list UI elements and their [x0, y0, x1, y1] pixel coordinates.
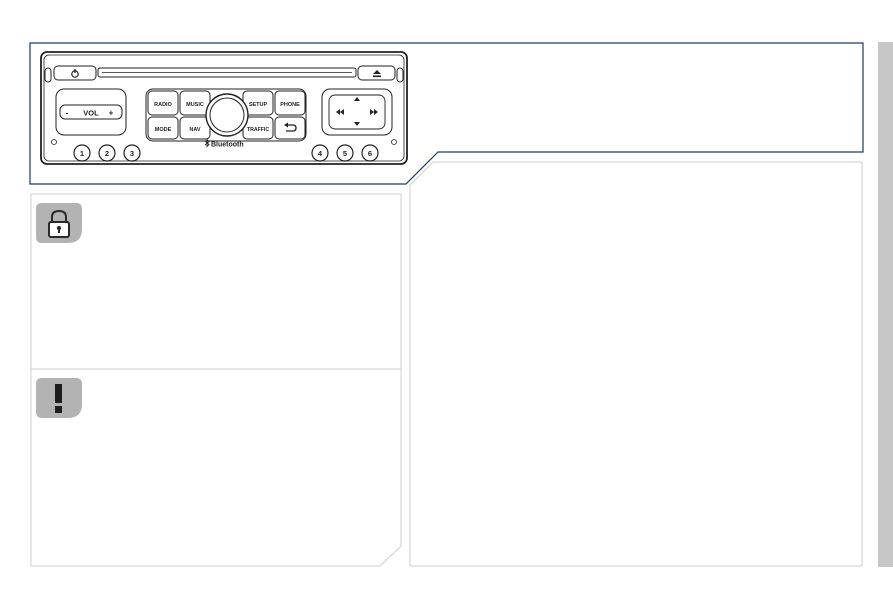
- radio-button-label: RADIO: [154, 102, 172, 108]
- lock-badge: [36, 203, 82, 243]
- volume-label: VOL: [83, 109, 99, 118]
- mode-button-label: MODE: [155, 127, 172, 133]
- music-button-label: MUSIC: [186, 102, 204, 108]
- preset-label: 5: [343, 149, 347, 158]
- nav-button-label: NAV: [189, 127, 201, 133]
- power-button[interactable]: [53, 65, 97, 81]
- bluetooth-icon: [204, 138, 210, 148]
- eject-icon: [373, 70, 381, 78]
- setup-button[interactable]: SETUP: [242, 90, 274, 116]
- traffic-button-label: TRAFFIC: [247, 127, 269, 133]
- back-button[interactable]: [274, 116, 306, 140]
- lock-icon: [48, 209, 70, 238]
- arrow-up-icon: [354, 97, 360, 101]
- volume-control[interactable]: - VOL +: [55, 88, 127, 136]
- setup-button-label: SETUP: [249, 102, 268, 108]
- navigation-pad[interactable]: [321, 88, 393, 136]
- mode-button[interactable]: MODE: [147, 116, 179, 140]
- music-button[interactable]: MUSIC: [179, 90, 211, 116]
- nav-button[interactable]: NAV: [179, 116, 211, 140]
- preset-button-2[interactable]: 2: [98, 144, 116, 162]
- left-panel-border: [30, 193, 402, 567]
- radio-button[interactable]: RADIO: [147, 90, 179, 116]
- preset-label: 4: [318, 149, 323, 158]
- phone-button-label: PHONE: [280, 102, 300, 108]
- eject-button[interactable]: [357, 65, 396, 81]
- bluetooth-label-group: Bluetooth: [204, 138, 244, 149]
- preset-label: 3: [130, 149, 134, 158]
- fast-forward-icon: [370, 109, 378, 115]
- page-edge-tab: [878, 42, 893, 567]
- preset-button-4[interactable]: 4: [311, 144, 329, 162]
- power-icon: [71, 69, 79, 78]
- preset-button-6[interactable]: 6: [361, 144, 379, 162]
- preset-label: 1: [80, 149, 84, 158]
- preset-label: 2: [105, 149, 109, 158]
- rotary-knob[interactable]: [205, 93, 249, 137]
- bluetooth-label: Bluetooth: [211, 142, 244, 149]
- radio-unit: - VOL + RADIO MUSIC SETUP PHONE MODE NAV…: [40, 51, 408, 165]
- right-panel-border: [409, 161, 863, 567]
- volume-plus: +: [109, 109, 114, 118]
- preset-label: 6: [368, 149, 372, 158]
- volume-minus: -: [66, 109, 69, 118]
- back-arrow-icon: [284, 122, 297, 132]
- preset-button-5[interactable]: 5: [336, 144, 354, 162]
- arrow-down-icon: [354, 122, 360, 126]
- rewind-icon: [336, 109, 344, 115]
- warning-badge: [36, 378, 82, 418]
- header-frame: [29, 42, 864, 185]
- preset-button-1[interactable]: 1: [73, 144, 91, 162]
- phone-button[interactable]: PHONE: [274, 90, 306, 116]
- preset-button-3[interactable]: 3: [123, 144, 141, 162]
- exclamation-icon: [55, 384, 62, 413]
